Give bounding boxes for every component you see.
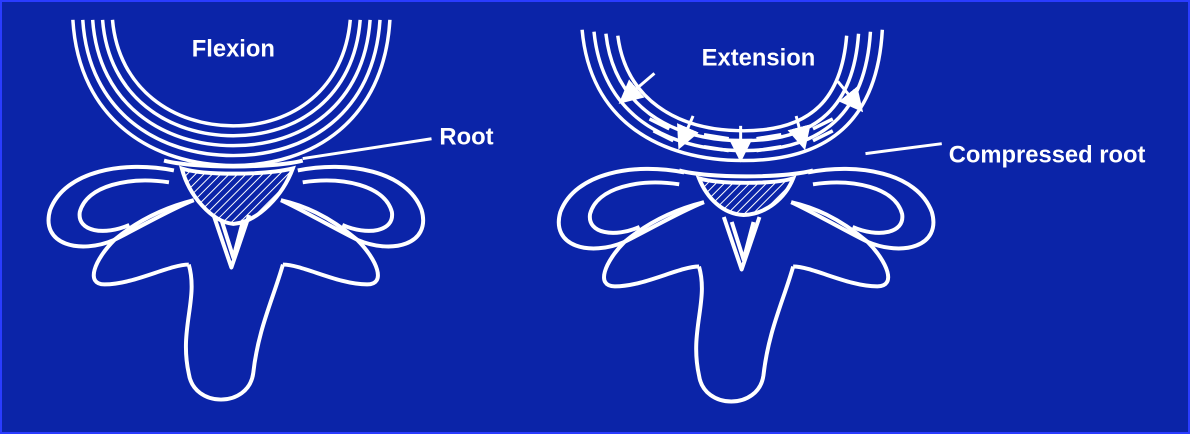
- extension-panel: Extension Compressed root: [559, 30, 1146, 402]
- extension-hatched-root: [699, 178, 793, 215]
- flexion-root-label: Root: [439, 124, 493, 151]
- extension-root-band: [679, 170, 813, 176]
- extension-compressed-root-label: Compressed root: [949, 142, 1146, 169]
- flexion-title: Flexion: [192, 35, 275, 62]
- extension-title: Extension: [702, 44, 816, 71]
- flexion-hatched-root: [182, 168, 293, 223]
- flexion-panel: Flexion Root: [49, 20, 494, 400]
- extension-compression-arrows: [628, 73, 856, 150]
- extension-root-pointer: [865, 144, 941, 154]
